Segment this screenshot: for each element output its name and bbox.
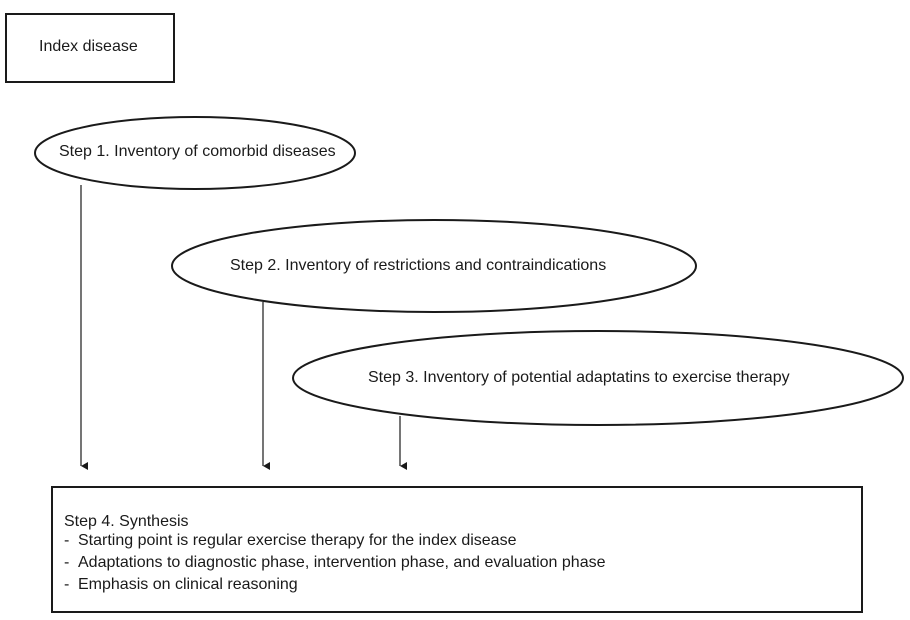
step2-label: Step 2. Inventory of restrictions and co… bbox=[230, 257, 607, 274]
synthesis-title: Step 4. Synthesis bbox=[64, 513, 189, 530]
step3-label: Step 3. Inventory of potential adaptatin… bbox=[368, 369, 790, 386]
bullet-dash: - bbox=[64, 554, 70, 571]
synthesis-item: - Starting point is regular exercise the… bbox=[64, 530, 606, 552]
index-disease-label: Index disease bbox=[39, 38, 138, 55]
bullet-dash: - bbox=[64, 576, 70, 593]
synthesis-box bbox=[51, 486, 863, 613]
synthesis-content: Step 4. Synthesis - Starting point is re… bbox=[64, 513, 606, 596]
synthesis-item-text: Emphasis on clinical reasoning bbox=[78, 576, 298, 593]
synthesis-item-text: Adaptations to diagnostic phase, interve… bbox=[78, 554, 606, 571]
step1-label: Step 1. Inventory of comorbid diseases bbox=[59, 143, 336, 160]
synthesis-list: - Starting point is regular exercise the… bbox=[64, 530, 606, 596]
step1-ellipse bbox=[34, 116, 356, 190]
index-disease-box bbox=[5, 13, 175, 83]
synthesis-item: - Adaptations to diagnostic phase, inter… bbox=[64, 552, 606, 574]
step2-ellipse bbox=[171, 219, 697, 313]
step3-ellipse bbox=[292, 330, 904, 426]
bullet-dash: - bbox=[64, 532, 70, 549]
synthesis-item: - Emphasis on clinical reasoning bbox=[64, 574, 606, 596]
synthesis-item-text: Starting point is regular exercise thera… bbox=[78, 532, 517, 549]
